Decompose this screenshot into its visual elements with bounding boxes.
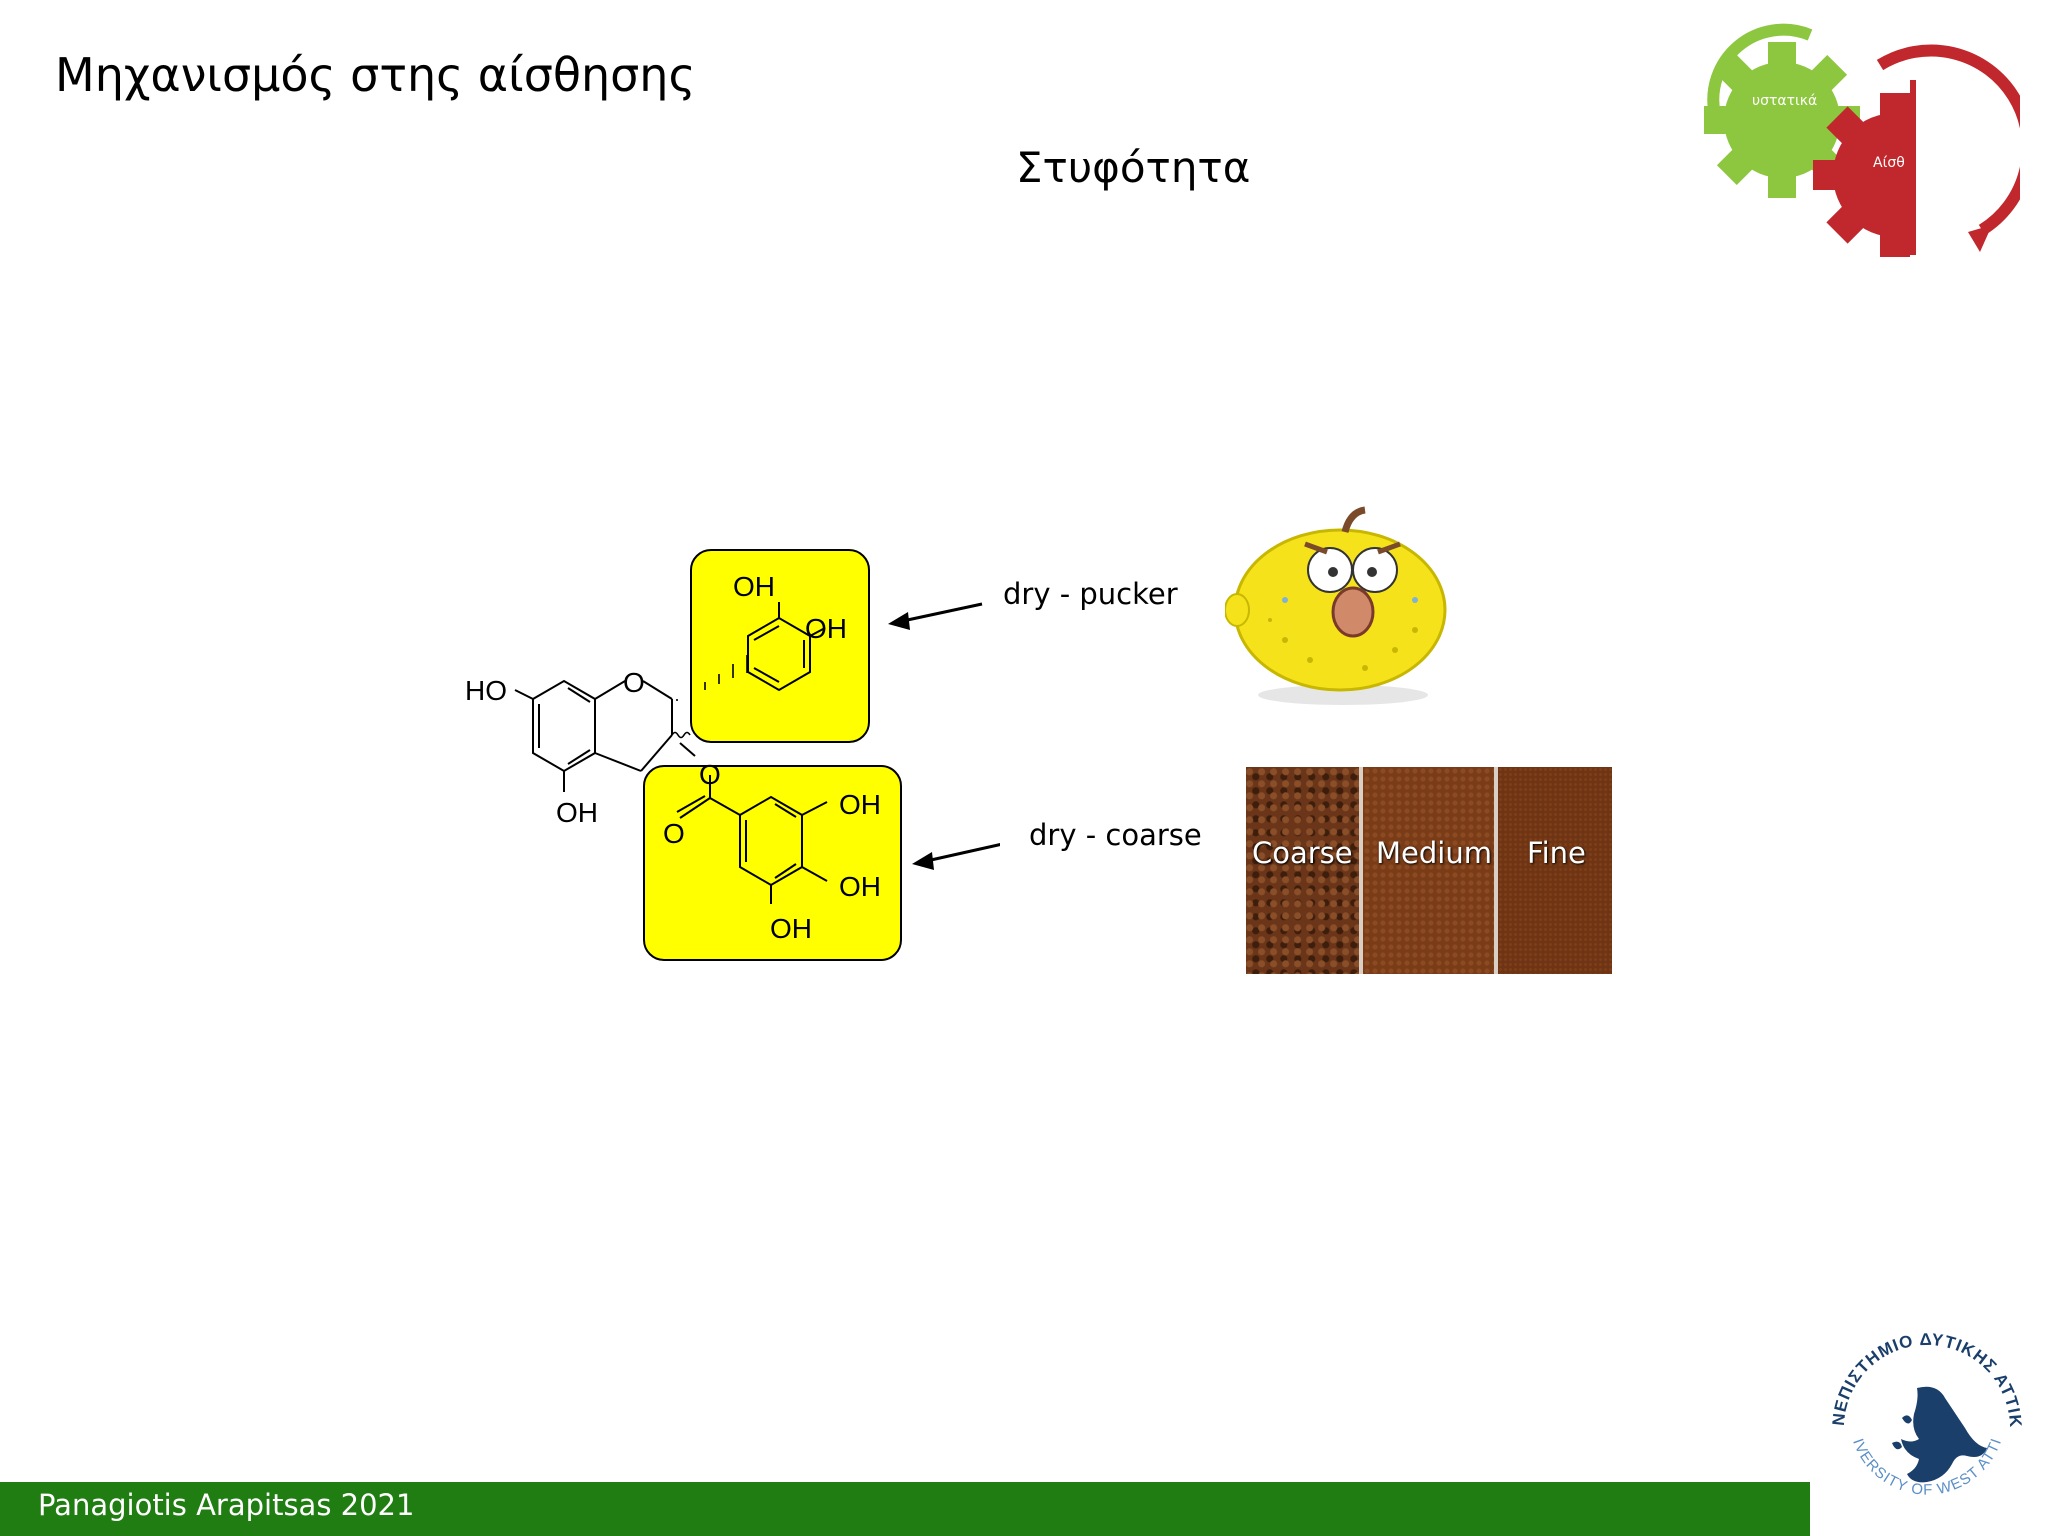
- gear-graphic: υστατικά Αίσθ: [1690, 20, 2034, 260]
- molecule-diagram: OH OH HO O OH O O OH OH OH: [455, 540, 925, 970]
- coffee-grind-image: [1246, 767, 1612, 974]
- highlight-box-catechol: [690, 549, 870, 743]
- university-logo: ΠΑΝΕΠΙΣΤΗΜΙΟ ΔΥΤΙΚΗΣ ΑΤΤΙΚΗΣ UNIVERSITY …: [1815, 1303, 2032, 1528]
- gears-icon: [1704, 23, 2034, 260]
- coffee-panel-coarse: [1246, 767, 1359, 974]
- carbonyl-o-label: O: [663, 818, 685, 849]
- arrow-coarse: [921, 843, 1000, 864]
- galloyl-oh-2-label: OH: [839, 871, 881, 902]
- highlight-box-galloyl: [643, 765, 902, 961]
- catechin-gallate-structure: OH OH HO O OH O O OH OH OH: [465, 549, 902, 961]
- oh-right-label: OH: [805, 613, 847, 644]
- ring-o-label: O: [623, 667, 645, 698]
- coffee-panel-medium: [1363, 767, 1494, 974]
- ho-left-label: HO: [465, 675, 507, 706]
- galloyl-oh-3-label: OH: [770, 913, 812, 944]
- coffee-label-fine: Fine: [1527, 836, 1586, 870]
- annotation-arrows: [888, 602, 1000, 870]
- oh-bottom-label: OH: [556, 797, 598, 828]
- slide-subtitle: Στυφότητα: [1016, 143, 1251, 192]
- arrow-pucker: [897, 602, 983, 624]
- sour-lemon-face-icon: [1224, 506, 1447, 705]
- footer-author: Panagiotis Arapitsas 2021: [38, 1488, 415, 1522]
- university-of-west-attica-logo-icon: ΠΑΝΕΠΙΣΤΗΜΙΟ ΔΥΤΙΚΗΣ ΑΤΤΙΚΗΣ UNIVERSITY …: [1815, 1303, 2024, 1499]
- galloyl-oh-1-label: OH: [839, 789, 881, 820]
- coffee-label-medium: Medium: [1376, 836, 1492, 870]
- coffee-panel-fine: [1498, 767, 1612, 974]
- sour-lemon-image: [1224, 500, 1455, 710]
- oh-top-label: OH: [733, 571, 775, 602]
- coffee-label-coarse: Coarse: [1252, 836, 1353, 870]
- footer-bar: [0, 1482, 1810, 1536]
- label-dry-coarse: dry - coarse: [1029, 818, 1202, 852]
- label-dry-pucker: dry - pucker: [1003, 577, 1178, 611]
- slide-title: Μηχανισμός στης αίσθησης: [55, 48, 696, 102]
- gear-label-green: υστατικά: [1752, 93, 1818, 109]
- ester-o-label: O: [699, 759, 721, 790]
- gear-label-red: Αίσθ: [1873, 155, 1905, 171]
